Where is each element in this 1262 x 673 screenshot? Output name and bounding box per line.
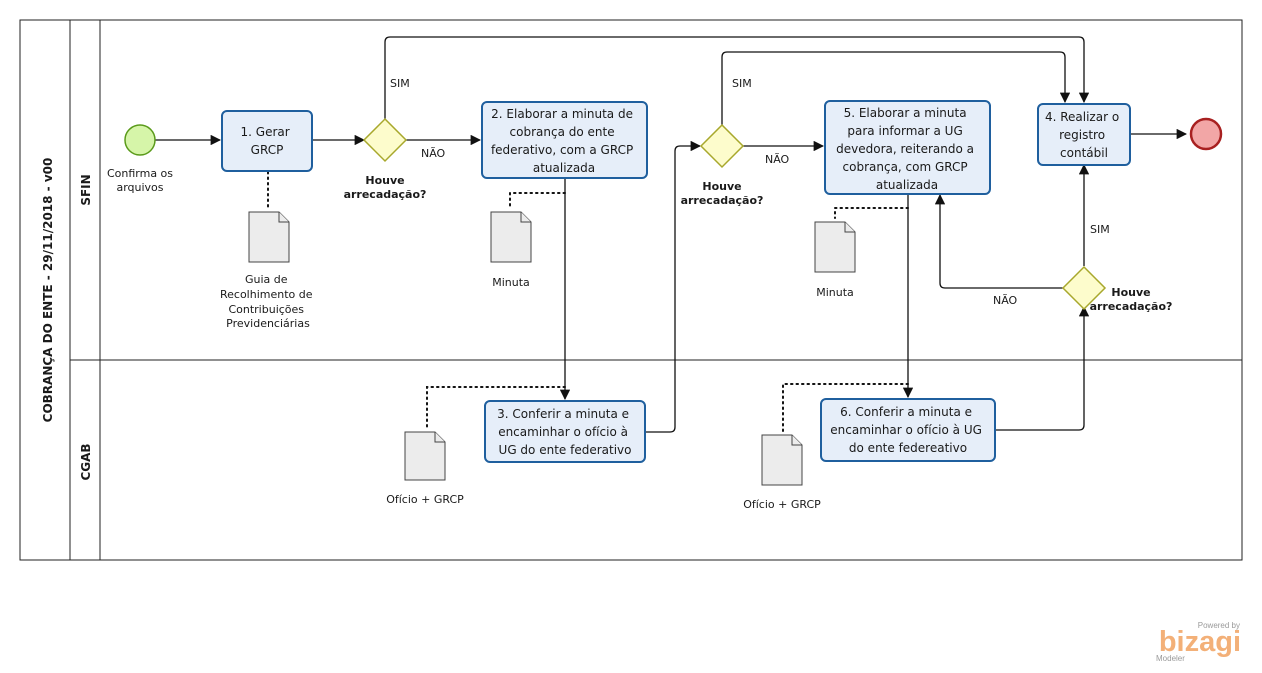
gateway-1[interactable] (362, 117, 408, 163)
flow-label-nao-2: NÃO (765, 153, 790, 166)
svg-text:6. Conferir a minuta e e: 6. Conferir a minuta e encaminhar o ofíc… (830, 405, 986, 455)
task-6-conferir-minuta-ug[interactable]: 6. Conferir a minuta e encaminhar o ofíc… (820, 398, 996, 462)
task-5-elaborar-minuta-ug[interactable]: 5. Elaborar a minuta para informar a UG … (824, 100, 991, 195)
sequence-flows (155, 36, 1188, 433)
flow-label-nao-3: NÃO (993, 294, 1018, 307)
lane-label-sfin: SFIN (79, 174, 93, 205)
brand-logo: bizagi (1159, 626, 1241, 658)
svg-text:1. Gerar GRCP: 1. Gerar GRCP (241, 125, 294, 157)
task-3-conferir-minuta[interactable]: 3. Conferir a minuta e encaminhar o ofíc… (484, 400, 646, 463)
end-event[interactable] (1189, 117, 1223, 151)
gateway-3-label-line-1: Houve (1111, 286, 1150, 299)
brand-product: Modeler (1156, 654, 1185, 663)
task-4-realizar-registro[interactable]: 4. Realizar o registro contábil (1037, 103, 1131, 166)
data-associations (267, 171, 909, 433)
document-2-icon (490, 211, 532, 263)
flow-label-sim-3: SIM (1090, 223, 1110, 236)
flow-label-sim-2: SIM (732, 77, 752, 90)
lane-label-cgab: CGAB (79, 443, 93, 480)
svg-text:5. Elaborar a minuta par: 5. Elaborar a minuta para informar a UG … (836, 106, 978, 192)
start-event-label-line-1: Confirma os (107, 167, 173, 180)
gateway-2[interactable] (699, 123, 745, 169)
document-3-icon (404, 431, 446, 481)
task-2-elaborar-minuta[interactable]: 2. Elaborar a minuta de cobrança do ente… (481, 101, 648, 179)
svg-text:3. Conferir a minuta e e: 3. Conferir a minuta e encaminhar o ofíc… (497, 407, 633, 457)
pool-title: COBRANÇA DO ENTE - 29/11/2018 - v00 (41, 158, 55, 423)
svg-text:Guia de Recolhimento de: Guia de Recolhimento de Contribuições Pr… (220, 273, 316, 330)
gateway-1-label-line-2: arrecadação? (344, 188, 427, 201)
document-5-icon (761, 434, 803, 486)
gateway-3-label-line-2: arrecadação? (1090, 300, 1173, 313)
document-5-label: Ofício + GRCP (743, 498, 821, 511)
task-1-gerar-grcp[interactable]: 1. Gerar GRCP (221, 110, 313, 172)
gateway-1-label-line-1: Houve (365, 174, 404, 187)
gateway-2-label-line-1: Houve (702, 180, 741, 193)
flow-label-sim-1: SIM (390, 77, 410, 90)
document-3-label: Ofício + GRCP (386, 493, 464, 506)
brand-powered-by: Powered by (1198, 621, 1240, 630)
start-event-label-line-2: arquivos (116, 181, 163, 194)
document-2-label: Minuta (492, 276, 530, 289)
document-1-label: Guia de (245, 273, 288, 286)
pool (19, 19, 1243, 561)
gateway-2-label-line-2: arrecadação? (681, 194, 764, 207)
svg-text:2. Elaborar a minuta de: 2. Elaborar a minuta de cobrança do ente… (491, 107, 637, 175)
document-4-label: Minuta (816, 286, 854, 299)
start-event[interactable] (124, 124, 156, 156)
document-1-icon (248, 211, 290, 263)
gateway-3[interactable] (1061, 265, 1107, 311)
svg-text:4. Realizar o registro: 4. Realizar o registro contábil (1045, 110, 1123, 160)
document-4-icon (814, 221, 856, 273)
flow-label-nao-1: NÃO (421, 147, 446, 160)
